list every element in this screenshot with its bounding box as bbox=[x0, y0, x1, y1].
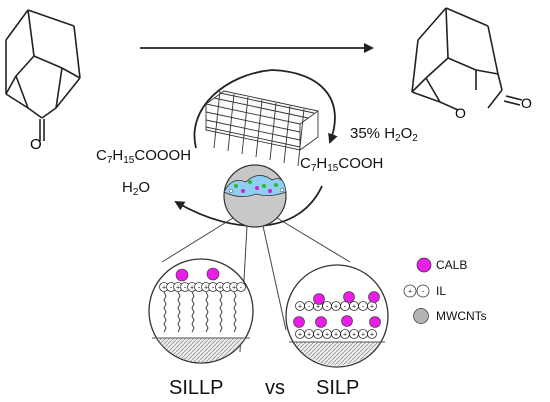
adamantanone-structure bbox=[5, 9, 81, 141]
ion-sign: + bbox=[232, 285, 236, 292]
ion-signs: +-+-+-+-+-+-++-+++-+++-+++-++++- bbox=[162, 285, 425, 339]
catalyst-particle-icon bbox=[223, 164, 287, 228]
legend-mwcnts-label: MWCNTs bbox=[436, 309, 487, 323]
ion-sign: + bbox=[176, 285, 180, 292]
ion-sign: + bbox=[361, 332, 365, 339]
cycle-arc-top-right bbox=[271, 69, 338, 144]
ion-sign: + bbox=[190, 285, 194, 292]
ion-sign: + bbox=[316, 332, 320, 339]
ion-sign: - bbox=[344, 304, 347, 311]
ion-sign: - bbox=[198, 285, 201, 292]
legend-mwcnt-swatch bbox=[413, 308, 429, 324]
ion-sign: + bbox=[316, 304, 320, 311]
acid-label: C7H15COOH bbox=[300, 155, 384, 174]
ion-sign: - bbox=[362, 304, 365, 311]
ion-sign: - bbox=[170, 285, 173, 292]
ion-sign: - bbox=[422, 289, 425, 296]
ion-sign: - bbox=[212, 285, 215, 292]
ion-sign: + bbox=[370, 304, 374, 311]
legend-calb-swatch bbox=[416, 257, 432, 273]
ion-sign: + bbox=[162, 285, 166, 292]
ion-sign: - bbox=[226, 285, 229, 292]
ion-sign: - bbox=[308, 304, 311, 311]
peracid-label: C7H15COOOH bbox=[96, 147, 192, 166]
caption-silp: SILP bbox=[316, 377, 360, 399]
legend-il-plus-swatch bbox=[403, 284, 417, 298]
caption-sillp: SILLP bbox=[169, 377, 224, 399]
ion-sign: + bbox=[307, 332, 311, 339]
ion-sign: - bbox=[240, 285, 243, 292]
ion-sign: + bbox=[334, 304, 338, 311]
ion-sign: - bbox=[184, 285, 187, 292]
water-label: H2O bbox=[122, 179, 151, 198]
ion-sign: + bbox=[298, 304, 302, 311]
ion-sign: + bbox=[352, 332, 356, 339]
caption-vs: vs bbox=[265, 377, 285, 399]
legend-calb-label: CALB bbox=[436, 258, 468, 272]
ion-sign: + bbox=[352, 304, 356, 311]
ion-sign: - bbox=[326, 304, 329, 311]
cycle-arc-top-left bbox=[193, 69, 273, 149]
ion-sign: + bbox=[218, 285, 222, 292]
ion-sign: + bbox=[343, 332, 347, 339]
sillp-inset bbox=[148, 258, 254, 364]
ion-sign: + bbox=[298, 332, 302, 339]
ion-sign: + bbox=[334, 332, 338, 339]
peroxide-label: 35% H2O2 bbox=[350, 125, 418, 144]
lactone-ring-oxygen-label: O bbox=[455, 105, 466, 121]
lactone-carbonyl-oxygen-label: O bbox=[521, 95, 532, 111]
legend-il-label: IL bbox=[436, 284, 447, 298]
silp-inset bbox=[285, 264, 389, 368]
ion-sign: + bbox=[325, 332, 329, 339]
carbon-nanotube-icon bbox=[204, 90, 320, 167]
legend-il-minus-swatch bbox=[416, 284, 430, 298]
lactone-structure bbox=[411, 7, 523, 111]
ion-sign: + bbox=[408, 289, 412, 296]
ion-sign: + bbox=[370, 332, 374, 339]
ketone-oxygen-label: O bbox=[30, 136, 42, 153]
ion-sign: + bbox=[204, 285, 208, 292]
